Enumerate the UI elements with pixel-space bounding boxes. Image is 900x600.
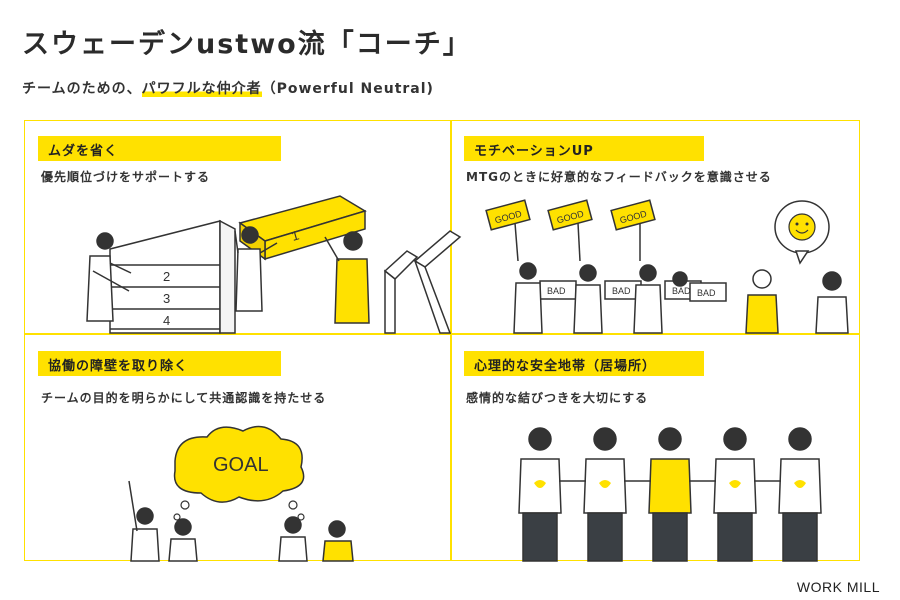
grid-divider-vertical	[450, 121, 452, 560]
crowd	[513, 262, 849, 334]
panel-4-badge: 心理的な安全地帯（居場所）	[464, 351, 704, 376]
stacked-boxes	[109, 219, 236, 334]
person-4	[713, 427, 757, 562]
panel-1-illustration: 2 3 4 1	[86, 195, 462, 334]
box-label-1: 1	[290, 227, 301, 243]
person-5	[778, 427, 822, 562]
panel-2-badge: モチベーションUP	[464, 136, 704, 161]
panel-2-description: MTGのときに好意的なフィードバックを意識させる	[466, 170, 772, 184]
box-label-2: 2	[163, 269, 170, 284]
panel-grid: ムダを省く 優先順位づけをサポートする 2 3 4 1	[24, 120, 860, 562]
heart-icon	[729, 480, 741, 488]
svg-text:BAD: BAD	[547, 286, 566, 296]
panel-3-badge: 協働の障壁を取り除く	[38, 351, 281, 376]
person-lifting-yellow	[324, 231, 370, 324]
person-pushing	[86, 232, 132, 322]
person-lifting	[234, 226, 278, 312]
svg-text:BAD: BAD	[697, 288, 716, 298]
panel-2-illustration: GOOD GOOD GOOD BAD BAD BAD BAD	[485, 199, 849, 334]
person-1	[518, 427, 562, 562]
person-2	[583, 427, 627, 562]
panel-4-illustration	[518, 427, 822, 562]
goal-text: GOAL	[213, 454, 269, 476]
svg-text:BAD: BAD	[672, 286, 691, 296]
panel-1-badge: ムダを省く	[38, 136, 281, 161]
goal-cloud	[173, 425, 305, 521]
good-sign-1: GOOD	[485, 199, 531, 262]
heart-icon	[534, 480, 546, 488]
footer-brand: WORK MILL	[796, 579, 880, 595]
panel-3-description: チームの目的を明らかにして共通認識を持たせる	[41, 391, 327, 405]
box-label-3: 3	[163, 291, 170, 306]
box-label-4: 4	[163, 313, 170, 328]
panel-3-illustration: GOAL	[128, 425, 354, 562]
svg-text:BAD: BAD	[612, 286, 631, 296]
smiley-bubble	[774, 200, 830, 265]
panel-4-description: 感情的な結びつきを大切にする	[466, 391, 649, 405]
panel-1-description: 優先順位づけをサポートする	[41, 170, 211, 184]
good-sign-3: GOOD	[610, 199, 656, 261]
good-sign-2: GOOD	[547, 199, 593, 262]
bad-sign-2: BAD	[604, 280, 642, 300]
heart-icon	[599, 480, 611, 488]
smiley-icon	[788, 213, 816, 241]
subtitle-suffix: （Powerful Neutral)	[261, 81, 434, 97]
subtitle-highlight: パワフルな仲介者	[141, 81, 262, 97]
page-subtitle: チームのための、パワフルな仲介者（Powerful Neutral)	[22, 78, 434, 98]
person-3	[648, 427, 692, 562]
falling-boards	[383, 230, 462, 334]
team-holding-hands	[518, 427, 822, 562]
bad-sign-1: BAD	[539, 280, 577, 300]
subtitle-prefix: チームのための、	[22, 81, 142, 97]
goal-team	[128, 480, 354, 562]
bad-sign-4: BAD	[689, 282, 727, 302]
page-title: スウェーデンustwo流「コーチ」	[22, 29, 472, 60]
heart-icon	[794, 480, 806, 488]
